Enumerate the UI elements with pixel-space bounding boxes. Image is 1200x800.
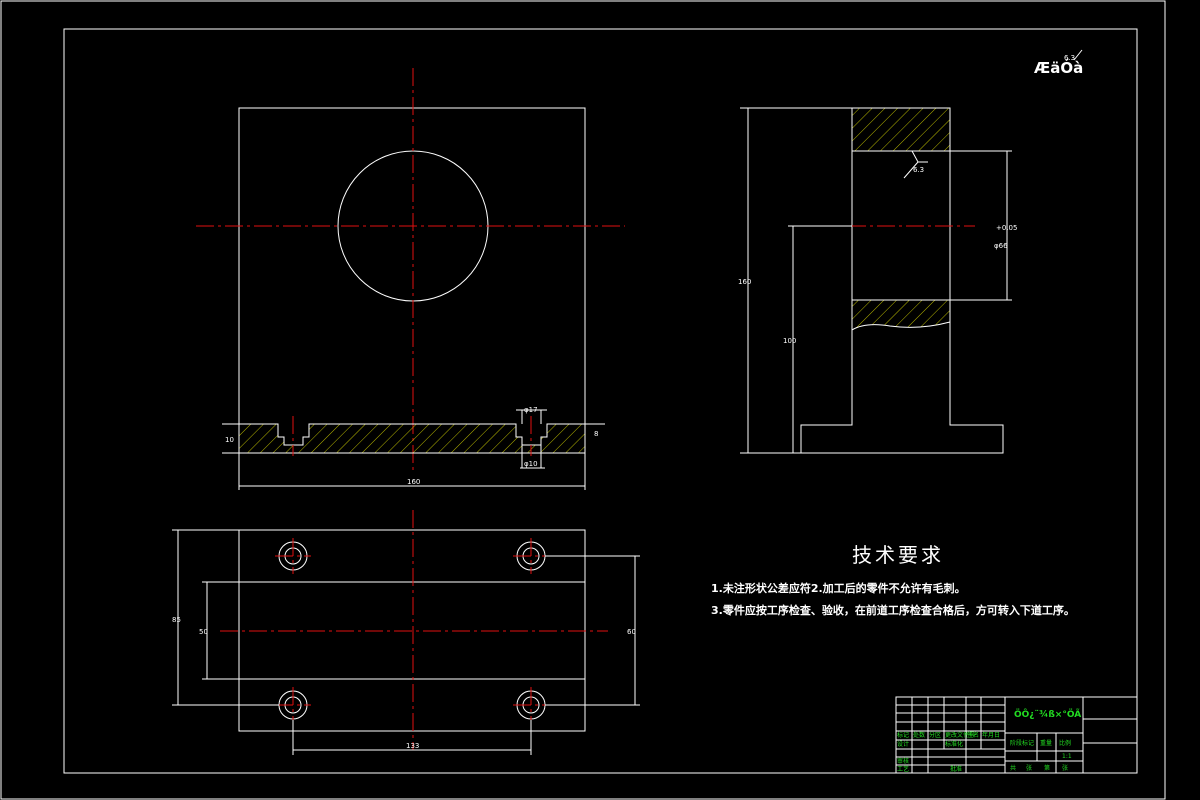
- tb-review: 审核: [897, 757, 909, 765]
- side-top-section-hatch: [851, 107, 951, 152]
- tb-process: 工艺: [897, 765, 909, 773]
- roughness-symbol-value: 6.3: [913, 166, 924, 174]
- tb-label-mark: 标记: [897, 731, 909, 739]
- roughness-symbol: 6.3: [903, 150, 928, 179]
- technical-requirements: 技术要求 1.未注形状公差应符2.加工后的零件不允许有毛刺。 3.零件应按工序检…: [711, 543, 1075, 617]
- tech-requirements-title: 技术要求: [852, 543, 944, 567]
- dim-counterbore-bottom: φ10: [524, 460, 538, 468]
- dim-bottom-inner: 50: [199, 628, 208, 636]
- tech-requirement-line-1: 1.未注形状公差应符2.加工后的零件不允许有毛刺。: [711, 581, 966, 595]
- tb-standard: 标准化: [945, 740, 963, 748]
- tb-label-signature: 签名: [967, 731, 979, 739]
- dim-counterbore-top: φ17: [524, 406, 538, 414]
- dim-front-base-thickness: 10: [225, 436, 234, 444]
- side-view: 160 100 φ66 +0.05 6.3: [738, 107, 1017, 454]
- front-view-outline: [238, 107, 586, 454]
- dim-side-total-height: 160: [738, 278, 751, 286]
- dim-side-bore-tol: +0.05: [996, 224, 1017, 232]
- tb-weight-label: 重量: [1040, 739, 1052, 747]
- tb-sheet-unit-2: 张: [1062, 764, 1068, 772]
- tb-scale-label: 比例: [1059, 739, 1071, 747]
- dim-side-bore: φ66: [994, 242, 1008, 250]
- title-block-part-name: ÖÔ¿¨¾ß×°ÖÃ: [1014, 708, 1081, 720]
- tech-requirement-line-2: 3.零件应按工序检查、验收，在前道工序检查合格后，方可转入下道工序。: [711, 603, 1075, 617]
- front-base-section-hatch: [238, 423, 586, 454]
- dim-bottom-right: 60: [627, 628, 636, 636]
- tb-label-date: 年月日: [982, 731, 1000, 739]
- dim-front-base-right: 8: [594, 430, 598, 438]
- title-block: ÖÔ¿¨¾ß×°ÖÃ 标记 处数 分区 更改文件号 签名 年月日 设计 标准化 …: [895, 696, 1138, 774]
- dim-bottom-total-depth: 85: [172, 616, 181, 624]
- tb-approve: 批准: [950, 765, 962, 773]
- side-view-outline: [800, 107, 1004, 454]
- corner-roughness-mark: ÆäÓà 6.3: [1034, 49, 1083, 77]
- dim-bottom-hole-spacing: 133: [406, 742, 419, 750]
- side-lower-section-hatch: [851, 299, 951, 331]
- tb-label-zone: 分区: [929, 731, 941, 739]
- tb-scale-value: 1:1: [1062, 753, 1072, 760]
- tb-sheet-number: 第: [1044, 764, 1050, 772]
- corner-roughness-value: 6.3: [1064, 54, 1075, 62]
- bottom-view: 133 85 50 60: [172, 510, 640, 755]
- tb-stage-label: 阶段标记: [1010, 739, 1034, 747]
- sheet-inner-border: [63, 28, 1138, 774]
- tb-label-change-doc: 更改文件号: [945, 731, 975, 739]
- tb-designer: 设计: [897, 740, 909, 748]
- tb-label-count: 处数: [913, 731, 925, 739]
- corner-mark-text: ÆäÓà: [1034, 58, 1083, 77]
- tb-sheet-total: 共: [1010, 764, 1016, 772]
- sheet-outer-border: [0, 0, 1166, 800]
- tb-sheet-unit-1: 张: [1026, 764, 1032, 772]
- dim-front-width: 160: [407, 478, 420, 486]
- dim-side-center-height: 100: [783, 337, 796, 345]
- front-view: 160 10 8 φ17 φ10: [196, 68, 625, 490]
